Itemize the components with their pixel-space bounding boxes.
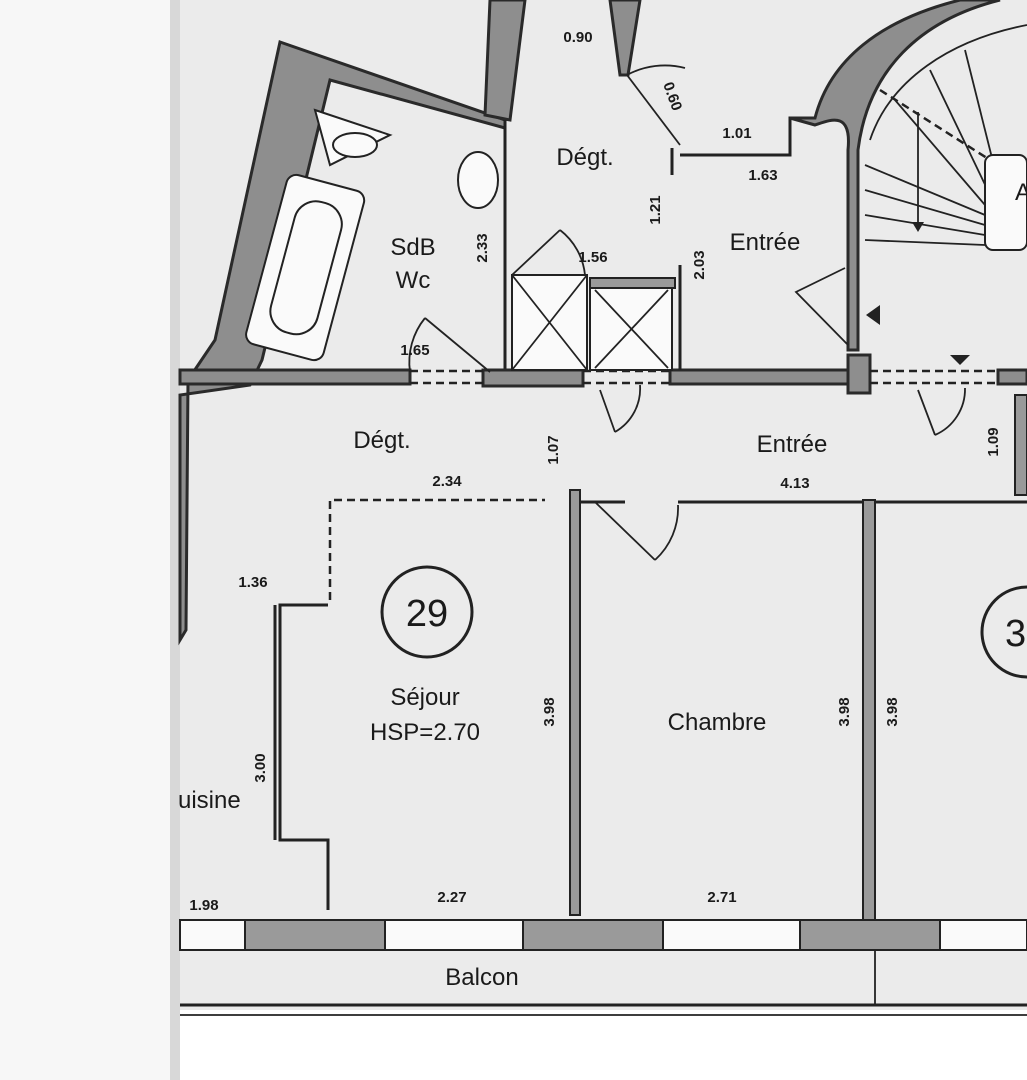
- toilet-bowl: [332, 132, 378, 158]
- room-label-cuisine: uisine: [178, 787, 241, 814]
- stair-letter: A: [1015, 179, 1027, 206]
- wall-chambre-right: [862, 499, 876, 921]
- dim-3-98-sejour: 3.98: [541, 697, 558, 726]
- dim-1-56: 1.56: [578, 249, 607, 266]
- bathroom-fixtures: [245, 108, 499, 362]
- room-label-wc: Wc: [396, 267, 431, 294]
- unit-number-circle-partial: [980, 585, 1027, 679]
- dim-4-13: 4.13: [780, 475, 809, 492]
- stair-inner-curve: [869, 24, 1027, 141]
- unit-number-circle: [380, 565, 474, 659]
- dim-1-09: 1.09: [985, 427, 1002, 456]
- wall-sejour-chambre: [569, 489, 581, 916]
- dim-1-21: 1.21: [647, 195, 664, 224]
- room-label-degt-upper: Dégt.: [556, 144, 613, 171]
- dim-1-36: 1.36: [238, 574, 267, 591]
- wall-band-entree: [668, 368, 857, 386]
- balcony-pier-3: [799, 919, 941, 951]
- stair-curved-wall: [789, 0, 1001, 352]
- wall-band-mid: [481, 368, 585, 388]
- dim-1-07: 1.07: [545, 435, 562, 464]
- entry-arrow-down: [950, 355, 970, 365]
- dim-2-71: 2.71: [707, 889, 736, 906]
- room-label-balcon: Balcon: [445, 964, 518, 991]
- wall-bath-upper: [483, 0, 527, 122]
- dim-1-01: 1.01: [722, 125, 751, 142]
- entry-arrow-left: [866, 305, 880, 325]
- door-swing-top: [626, 74, 681, 146]
- staircase: [864, 49, 1027, 251]
- balcony-pier-2: [522, 919, 664, 951]
- wall-band-left: [178, 368, 412, 386]
- room-label-chambre: Chambre: [668, 709, 767, 736]
- wall-band-right: [996, 368, 1027, 386]
- dim-2-34: 2.34: [432, 473, 462, 490]
- binding-edge-shadow: [170, 0, 180, 1080]
- dim-1-63: 1.63: [748, 167, 777, 184]
- dim-3-98-chambre: 3.98: [836, 697, 853, 726]
- unit-number: 29: [406, 593, 448, 635]
- dim-1-65: 1.65: [400, 342, 429, 359]
- room-label-sejour: Séjour: [390, 684, 459, 711]
- dim-2-27: 2.27: [437, 889, 466, 906]
- door-swing-right: [917, 387, 966, 436]
- door-swing-mid: [599, 384, 641, 433]
- closet-left: [511, 274, 588, 371]
- closet-right: [589, 277, 676, 371]
- room-label-entree-lower: Entrée: [757, 431, 828, 458]
- unit-number-partial: 3: [1005, 613, 1026, 655]
- wall-right-edge: [1014, 394, 1027, 496]
- door-swing-entree: [794, 267, 849, 346]
- plan-area-shade: [180, 0, 1027, 1010]
- door-swing-chambre: [594, 501, 679, 561]
- dim-2-03: 2.03: [691, 250, 708, 279]
- dim-3-00: 3.00: [252, 753, 269, 782]
- dim-2-33: 2.33: [474, 233, 491, 262]
- dim-1-98: 1.98: [189, 897, 218, 914]
- left-margin-shade: [0, 0, 170, 1080]
- room-label-entree-upper: Entrée: [730, 229, 801, 256]
- door-swing-closet: [511, 229, 561, 276]
- wall-cuisine: [278, 603, 330, 910]
- elevator-box: [984, 154, 1027, 251]
- stair-arrow-head: [912, 222, 924, 232]
- dim-0-90: 0.90: [563, 29, 592, 46]
- room-label-hsp: HSP=2.70: [370, 719, 480, 746]
- balcony-pier-1: [244, 919, 386, 951]
- room-label-degt-lower: Dégt.: [353, 427, 410, 454]
- wall-column-stair: [846, 353, 872, 395]
- washbasin: [457, 151, 499, 209]
- door-swing-sdb: [424, 317, 491, 373]
- room-label-sdb: SdB: [390, 234, 435, 261]
- dim-3-98-right: 3.98: [884, 697, 901, 726]
- dashed-sejour-boundary: [328, 498, 545, 600]
